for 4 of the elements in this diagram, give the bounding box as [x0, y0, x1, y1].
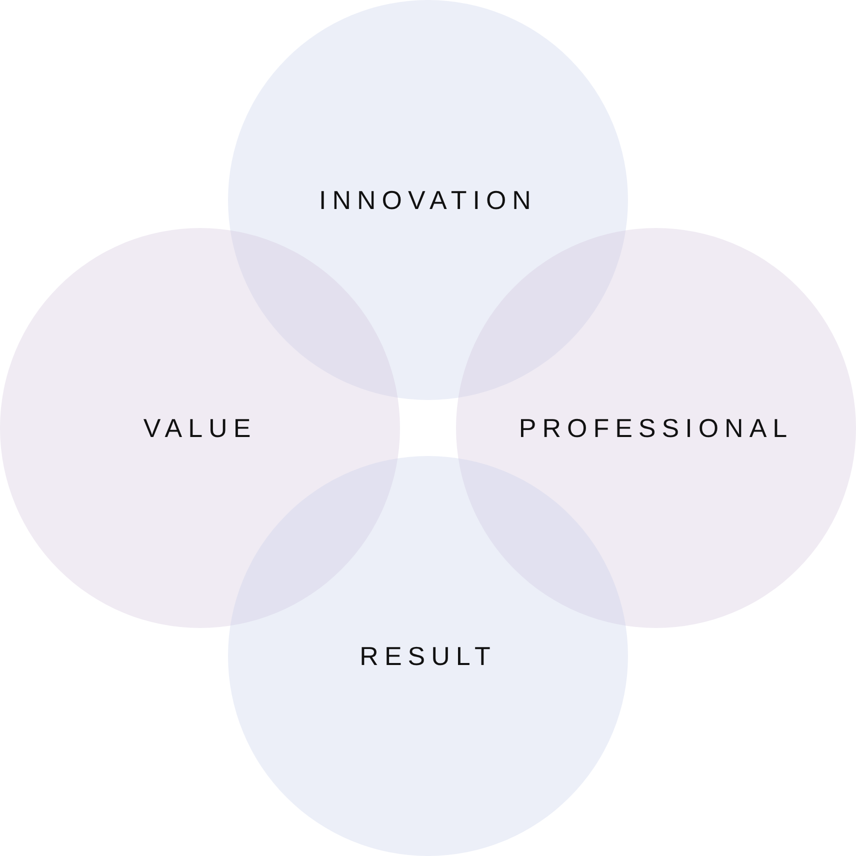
circle-label: INNOVATION — [319, 184, 537, 216]
circle-label: VALUE — [143, 412, 257, 444]
circle-label: PROFESSIONAL — [518, 412, 794, 444]
circle-label: RESULT — [360, 640, 496, 672]
